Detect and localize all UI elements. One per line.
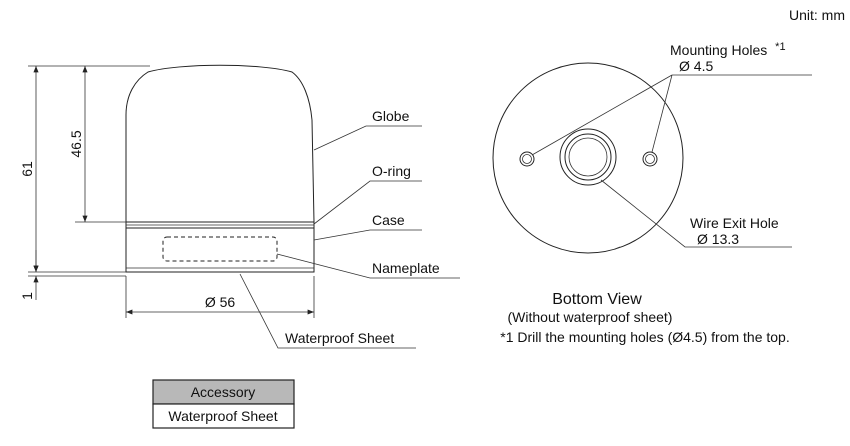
dim-globe-height: 46.5 bbox=[68, 130, 84, 157]
nameplate-outline bbox=[162, 236, 278, 262]
dim-mounting-hole: Ø 4.5 bbox=[679, 58, 713, 74]
label-wire-exit: Wire Exit Hole bbox=[690, 215, 779, 231]
side-view: 61 46.5 1 Ø 56 Globe O-ring Case Namepla… bbox=[19, 64, 460, 349]
bottom-view-title: Bottom View bbox=[552, 291, 642, 308]
mounting-hole-right bbox=[642, 151, 658, 167]
label-oring: O-ring bbox=[372, 163, 411, 179]
dim-total-height: 61 bbox=[19, 161, 35, 177]
bottom-view: Mounting Holes *1 Ø 4.5 Wire Exit Hole Ø… bbox=[492, 41, 812, 345]
mounting-hole-left bbox=[519, 151, 535, 167]
svg-text:Mounting Holes *1: Mounting Holes *1 bbox=[670, 41, 786, 58]
label-waterproof-sheet: Waterproof Sheet bbox=[285, 330, 394, 346]
dim-diameter: Ø 56 bbox=[205, 294, 236, 310]
accessory-header: Accessory bbox=[191, 384, 256, 400]
dim-base: 1 bbox=[19, 292, 35, 300]
accessory-item-cell bbox=[152, 403, 295, 429]
wire-exit-hole-outer bbox=[559, 128, 617, 186]
label-globe: Globe bbox=[372, 108, 410, 124]
mounting-note-mark: *1 bbox=[775, 41, 785, 53]
unit-label: Unit: mm bbox=[789, 7, 845, 23]
label-nameplate: Nameplate bbox=[372, 260, 440, 276]
label-case: Case bbox=[372, 212, 405, 228]
accessory-table: Accessory Waterproof Sheet bbox=[152, 379, 295, 429]
label-mounting-holes: Mounting Holes bbox=[670, 42, 767, 58]
mounting-note: *1 Drill the mounting holes (Ø4.5) from … bbox=[500, 329, 789, 345]
globe-outline bbox=[125, 64, 315, 223]
bottom-outline bbox=[492, 62, 684, 254]
bottom-view-subtitle: (Without waterproof sheet) bbox=[508, 309, 673, 325]
accessory-header-cell bbox=[152, 379, 295, 405]
case-outline bbox=[125, 227, 315, 273]
wire-exit-hole-inner bbox=[564, 133, 612, 181]
accessory-item: Waterproof Sheet bbox=[168, 408, 277, 424]
dim-wire-exit: Ø 13.3 bbox=[697, 231, 739, 247]
